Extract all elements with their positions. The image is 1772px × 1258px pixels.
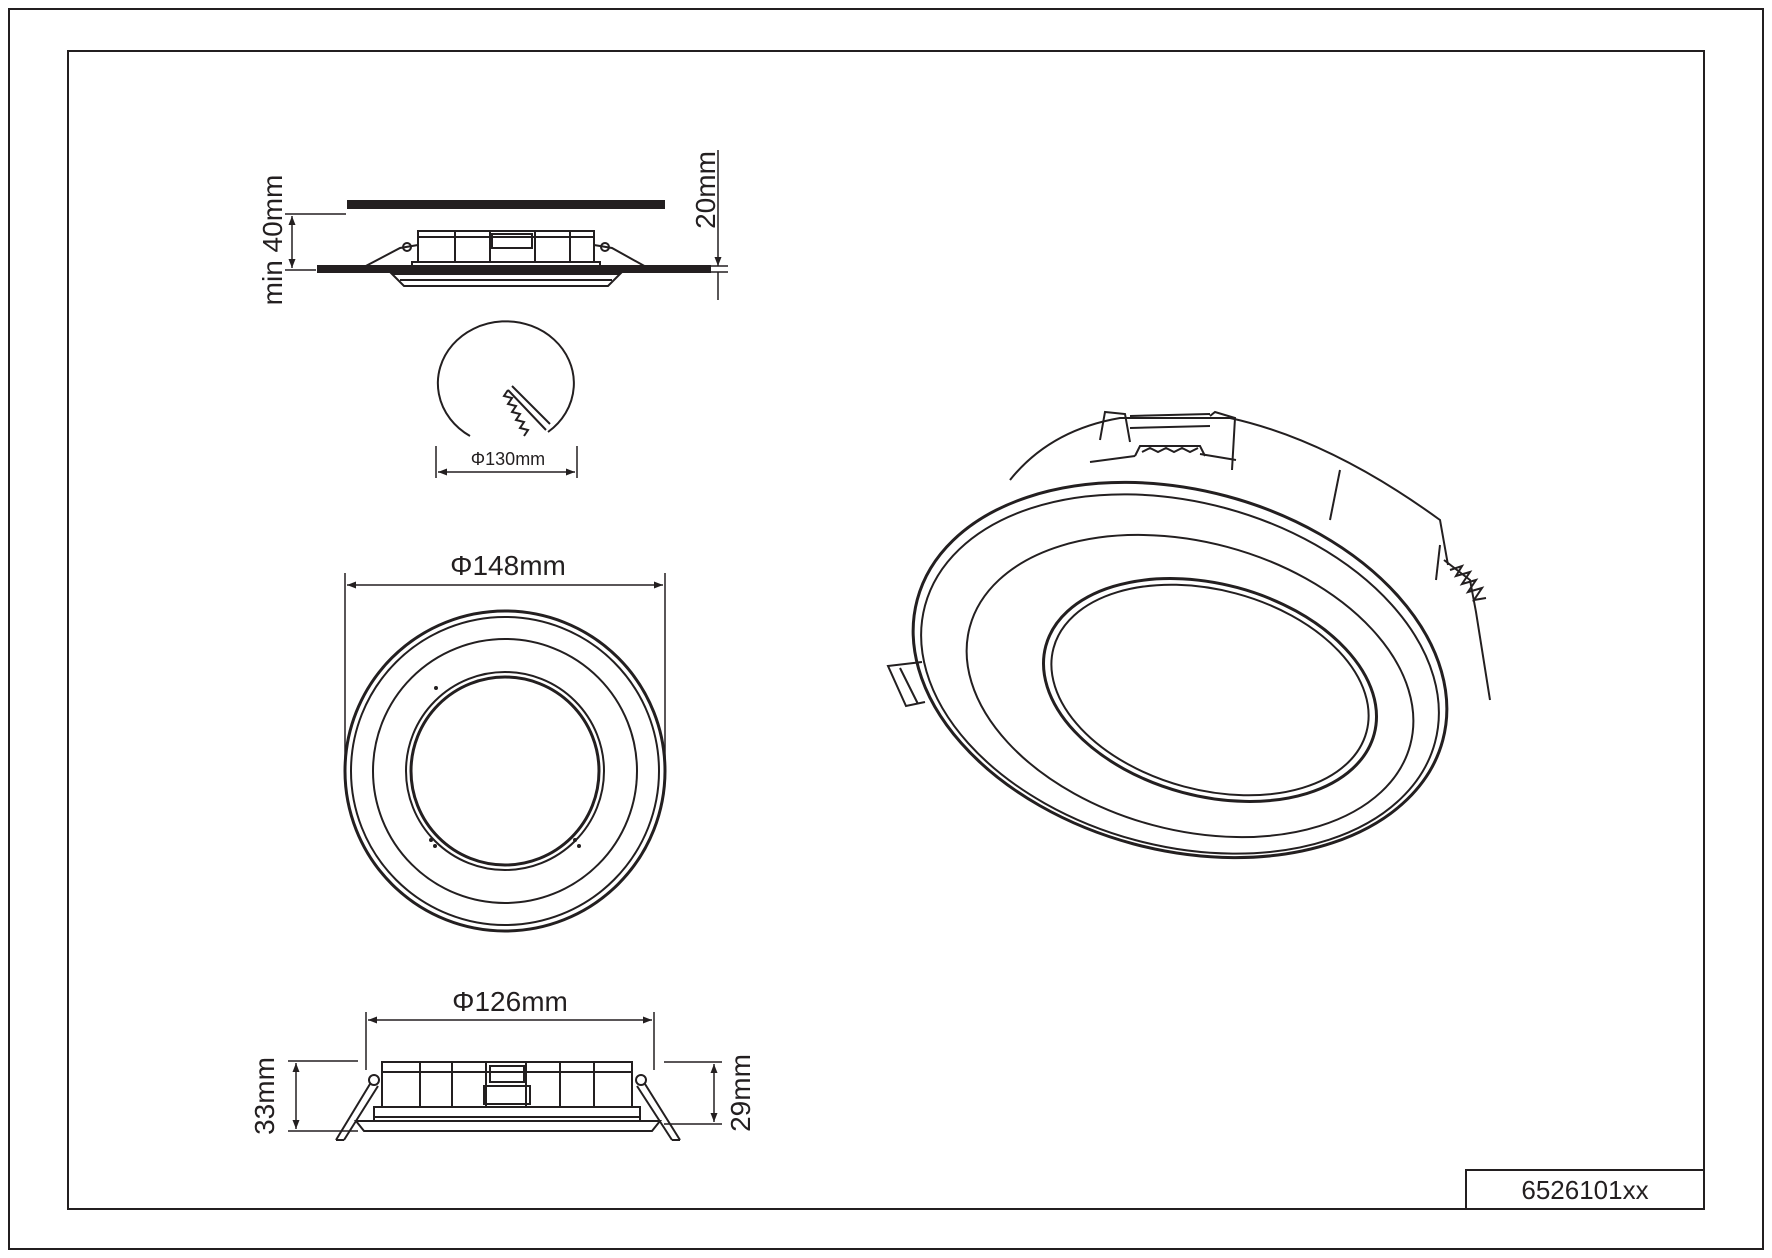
perspective-view [886,410,1491,860]
product-code: 6526101xx [1521,1175,1648,1205]
installation-side-view [317,200,711,287]
plan-view [343,609,667,933]
side-view [335,1061,681,1141]
body-diameter-label: Φ126mm [452,986,568,1017]
outer-diameter-label: Φ148mm [450,550,566,581]
cutout-diameter-label: Φ130mm [471,449,545,469]
outer-border [8,8,1764,1250]
min-depth-dimension [285,213,346,271]
cutout-detail [435,320,578,478]
body-height-label: 29mm [725,1054,756,1132]
total-height-dimension [288,1060,358,1132]
product-code-box: 6526101xx [1465,1169,1705,1210]
body-height-dimension [664,1061,722,1125]
outer-diameter-dimension [344,573,666,770]
ceiling-thickness-dimension [708,150,728,300]
ceiling-thickness-label: 20mm [690,151,721,229]
body-diameter-dimension [365,1012,655,1070]
inner-frame [67,50,1705,1210]
min-depth-label: min 40mm [257,175,288,306]
total-height-label: 33mm [249,1057,280,1135]
